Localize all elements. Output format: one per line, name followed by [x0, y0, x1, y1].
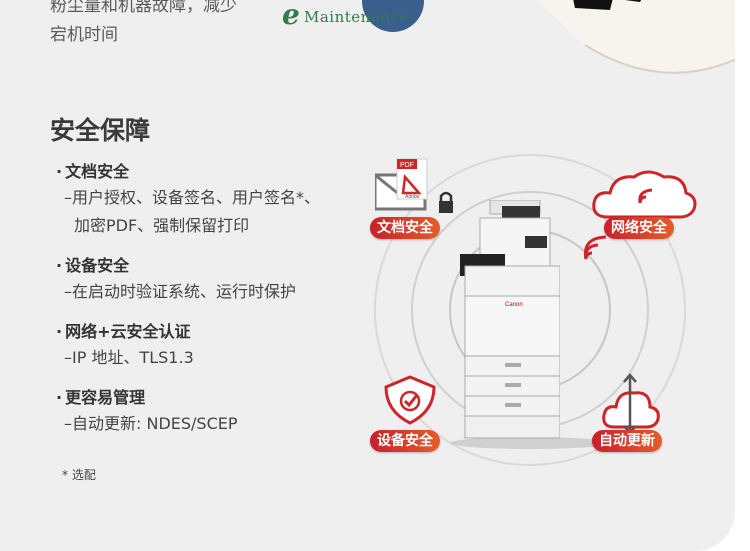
footnote: * 选配: [62, 468, 96, 482]
feature-desc: –IP 地址、TLS1.3: [64, 348, 194, 367]
adobe-label: Adobe: [405, 194, 420, 200]
feature-item: 网络+云安全认证 –IP 地址、TLS1.3: [56, 320, 320, 372]
feature-title: 文档安全: [56, 160, 320, 184]
calligraphy-fan-image: [536, 0, 735, 74]
feature-title: 更容易管理: [56, 386, 320, 410]
feature-item: 文档安全 –用户授权、设备签名、用户签名*、 加密PDF、强制保留打印: [56, 160, 320, 240]
intro-line-2: 宕机时间: [50, 25, 118, 45]
e-maintenance-logo: e Maintenance: [282, 0, 432, 40]
printer-brand: Canon: [505, 302, 523, 308]
cloud-update-icon: [602, 373, 660, 435]
badge-doc-security: 文档安全: [370, 217, 440, 239]
feature-desc: –自动更新: NDES/SCEP: [64, 414, 238, 433]
badge-device-security: 设备安全: [370, 430, 440, 452]
document-mail-icon: PDF Adobe: [375, 158, 453, 213]
badge-network-security: 网络安全: [604, 217, 674, 239]
section-title: 安全保障: [50, 116, 151, 145]
feature-title: 网络+云安全认证: [56, 320, 320, 344]
printer-image: Canon: [460, 200, 560, 439]
cloud-network-icon: [592, 170, 697, 219]
intro-line-1: 粉尘量和机器故障，减少: [50, 0, 237, 16]
logo-e: e: [282, 0, 300, 31]
feature-desc: –用户授权、设备签名、用户签名*、: [64, 188, 321, 207]
badge-auto-update: 自动更新: [592, 430, 662, 452]
feature-item: 设备安全 –在启动时验证系统、运行时保护: [56, 254, 320, 306]
feature-title: 设备安全: [56, 254, 320, 278]
security-diagram: Canon PDF Adobe 文档安全: [350, 145, 710, 475]
feature-item: 更容易管理 –自动更新: NDES/SCEP: [56, 386, 320, 438]
shield-icon: [384, 375, 436, 425]
feature-list: 文档安全 –用户授权、设备签名、用户签名*、 加密PDF、强制保留打印 设备安全…: [56, 160, 320, 452]
intro-text: 粉尘量和机器故障，减少 宕机时间: [50, 0, 237, 50]
logo-text: Maintenance: [304, 8, 409, 26]
feature-desc: –在启动时验证系统、运行时保护: [64, 282, 297, 301]
feature-desc: 加密PDF、强制保留打印: [74, 216, 250, 235]
wifi-icon: [583, 235, 607, 260]
pdf-label: PDF: [400, 162, 414, 169]
